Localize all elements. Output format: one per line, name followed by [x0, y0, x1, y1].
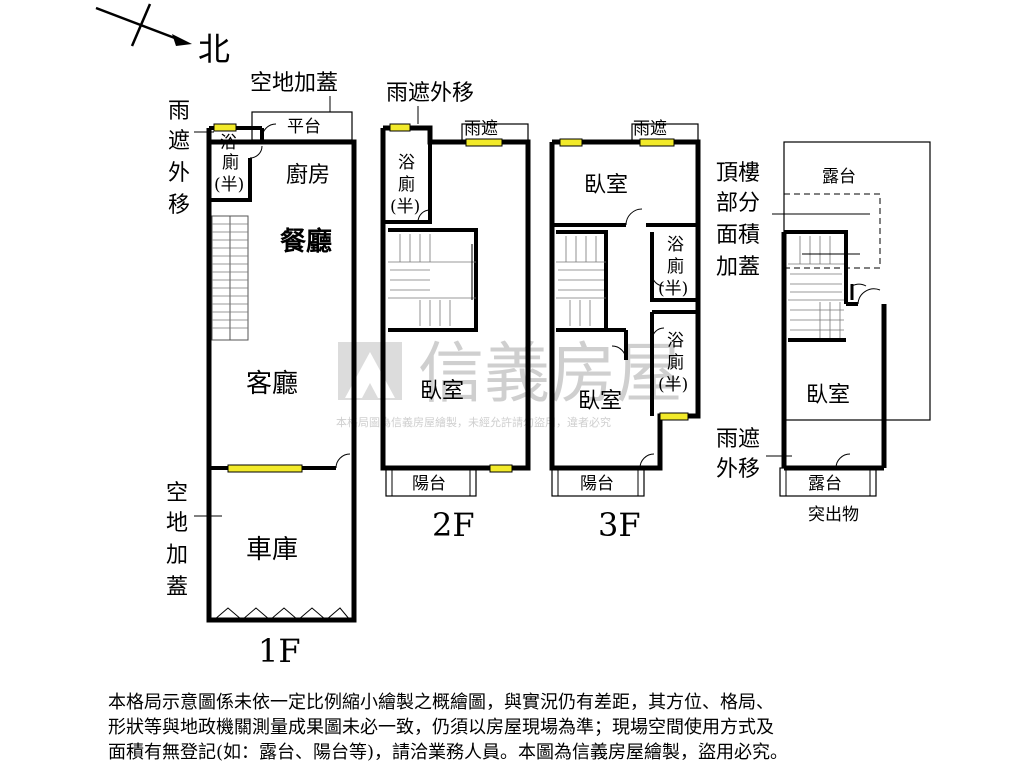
awning-2f-label: 雨遮	[464, 119, 498, 139]
north-compass: 北	[95, 3, 230, 68]
disclaimer: 本格局示意圖係未依一定比例縮小繪製之概繪圖，與實況仍有差距，其方位、格局、 形狀…	[108, 690, 928, 765]
note-2f-awning-moved: 雨遮外移	[386, 81, 474, 106]
bath-3f-b-l1: 浴	[667, 331, 684, 351]
platform-label: 平台	[287, 117, 321, 137]
bedroom-3f-front-label: 臥室	[584, 173, 628, 198]
disclaimer-line: 形狀等與地政機關測量成果圖未必一致，仍須以房屋現場為準；現場空間使用方式及	[108, 717, 774, 738]
bath-1f-l1: 浴	[220, 133, 237, 153]
svg-text:空: 空	[166, 481, 188, 506]
svg-text:部分: 部分	[716, 191, 760, 216]
note-roof-area: 頂樓 部分 面積 加蓋	[716, 161, 760, 280]
watermark-subtitle: 本格局圖為信義房屋繪製，未經允許請勿盜用，違者必究	[336, 415, 611, 429]
svg-text:移: 移	[168, 193, 190, 218]
terrace-top-label: 露台	[822, 167, 856, 187]
bedroom-2f-label: 臥室	[420, 379, 464, 404]
svg-text:雨遮: 雨遮	[716, 427, 760, 452]
floor-2f-label: 2F	[432, 506, 475, 544]
svg-text:加: 加	[166, 543, 188, 568]
svg-text:地: 地	[166, 511, 188, 536]
bath-3f-b-l2: 廁	[667, 352, 684, 373]
disclaimer-line: 本格局示意圖係未依一定比例縮小繪製之概繪圖，與實況仍有差距，其方位、格局、	[108, 692, 774, 713]
note-1f-top-enclosure: 空地加蓋	[250, 71, 338, 96]
floor-roof: 露台 臥室 露台 突出物 頂樓 部分 面積 加蓋 雨遮 外移	[716, 141, 931, 525]
svg-text:頂樓: 頂樓	[716, 161, 760, 186]
floor-3f-label: 3F	[598, 506, 641, 544]
bath-1f-l3: (半)	[214, 175, 244, 195]
north-label: 北	[198, 30, 230, 68]
svg-text:面積: 面積	[716, 223, 760, 248]
garage-label: 車庫	[246, 535, 298, 565]
living-label: 客廳	[246, 369, 298, 399]
bath-2f-l1: 浴	[398, 153, 415, 173]
svg-text:外: 外	[168, 161, 190, 186]
floor-3f: 雨遮 臥室 浴 廁 (半) 浴 廁 (半) 臥室 陽台 3F	[549, 119, 701, 544]
bath-3f-a-l3: (半)	[658, 279, 688, 299]
svg-text:雨: 雨	[168, 99, 190, 124]
disclaimer-line: 面積有無登記(如：露台、陽台等)，請洽業務人員。本圖為信義房屋繪製，盜用必究。	[108, 742, 789, 763]
floor-2f: 雨遮 浴 廁 (半) 臥室 陽台 2F 雨遮外移	[380, 81, 531, 544]
watermark: 信義房屋 本格局圖為信義房屋繪製，未經允許請勿盜用，違者必究	[336, 335, 682, 429]
note-roof-awning-moved: 雨遮 外移	[716, 427, 760, 482]
bath-2f-l3: (半)	[390, 197, 420, 217]
terrace-bottom-label: 露台	[808, 474, 842, 494]
balcony-2f-label: 陽台	[412, 474, 446, 494]
bath-3f-a-l1: 浴	[667, 235, 684, 255]
bath-3f-a-l2: 廁	[667, 256, 684, 277]
floor-1f: 浴 廁 (半) 平台 廚房 餐廳 客廳 車庫 1F 空地加蓋 雨 遮 外 移 空…	[166, 71, 357, 670]
kitchen-label: 廚房	[286, 163, 330, 188]
bath-2f-l2: 廁	[398, 174, 415, 195]
bedroom-roof-label: 臥室	[806, 383, 850, 408]
svg-text:蓋: 蓋	[166, 575, 188, 600]
svg-text:遮: 遮	[168, 129, 190, 154]
note-1f-awning-moved: 雨 遮 外 移	[168, 99, 190, 218]
bath-1f-l2: 廁	[222, 152, 239, 173]
floor-1f-label: 1F	[258, 632, 301, 670]
bedroom-3f-back-label: 臥室	[578, 389, 622, 414]
balcony-3f-label: 陽台	[580, 474, 614, 494]
watermark-logo	[338, 342, 402, 400]
stairs-1f	[211, 215, 249, 341]
svg-text:外移: 外移	[716, 457, 760, 482]
protrusion-label: 突出物	[808, 505, 859, 525]
dining-label: 餐廳	[280, 226, 332, 257]
awning-3f-label: 雨遮	[633, 119, 667, 139]
svg-text:加蓋: 加蓋	[716, 255, 760, 280]
bath-3f-b-l3: (半)	[658, 375, 688, 395]
note-1f-side-enclosure: 空 地 加 蓋	[166, 481, 188, 600]
